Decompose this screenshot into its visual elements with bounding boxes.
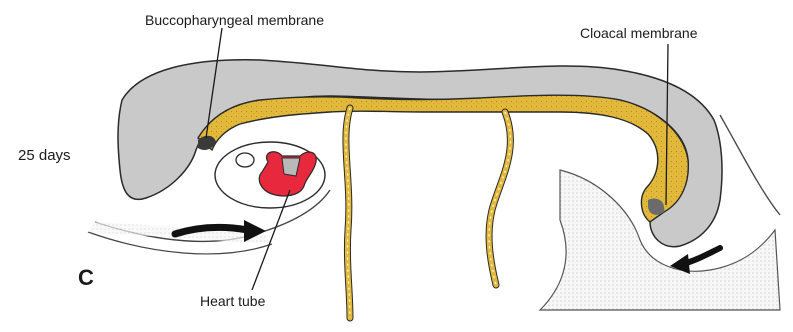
ectoderm-body xyxy=(118,60,722,247)
label-heart-tube: Heart tube xyxy=(200,293,266,309)
label-cloacal-membrane: Cloacal membrane xyxy=(580,25,698,41)
pericardial-region xyxy=(215,142,325,208)
yolk-sac-walls xyxy=(346,108,511,318)
label-buccopharyngeal-membrane: Buccopharyngeal membrane xyxy=(145,12,324,28)
label-age: 25 days xyxy=(18,147,71,164)
panel-letter: C xyxy=(78,265,94,290)
